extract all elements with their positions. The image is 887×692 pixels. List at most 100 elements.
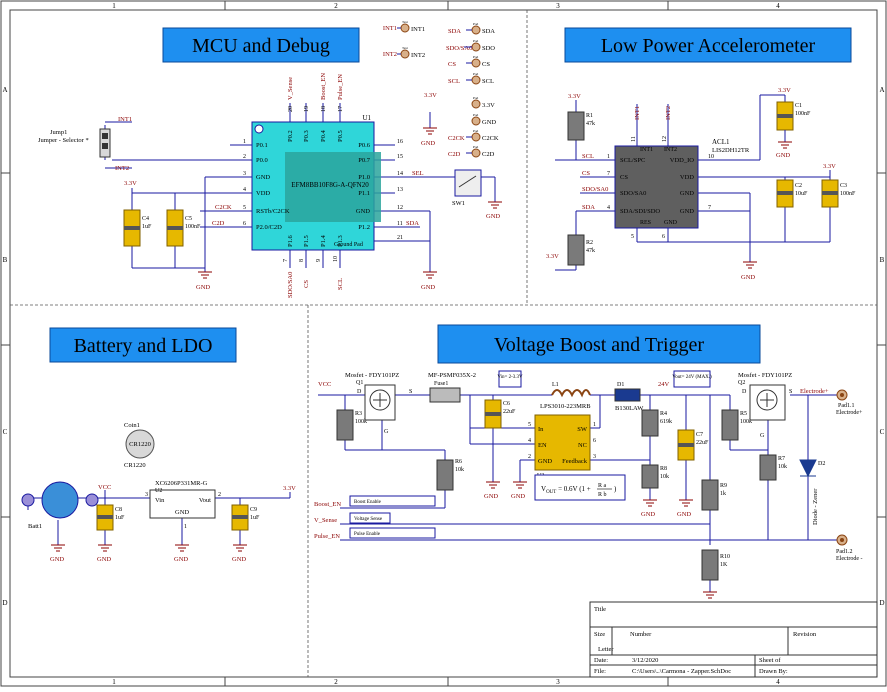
- ldo-pin-vin: Vin: [155, 497, 165, 504]
- c4-val: 1uF: [142, 224, 152, 230]
- l1-part: LPS3010-223MRB: [540, 403, 591, 410]
- row-label-b-right: B: [880, 256, 885, 264]
- battery-net-3v3: 3.3V: [283, 485, 296, 492]
- testpoint-name-1: INT2: [411, 52, 425, 59]
- r3-ref: R3: [355, 411, 362, 417]
- testpoint-name-0: INT1: [411, 26, 425, 33]
- gnd-label-3: GND: [421, 140, 435, 147]
- testpoint-6: [471, 99, 481, 109]
- switch-sw1: [454, 169, 482, 197]
- voltage-sense-box: [349, 512, 391, 524]
- mcu-pin-p02: P0.2: [287, 130, 294, 142]
- mcu-pin-p16: P1.6: [287, 235, 294, 247]
- ldo-ref: U2: [155, 488, 162, 494]
- testpoint-group: INT1TestINT1INT2TestINT2SDAPadSDASDOPadS…: [383, 20, 499, 158]
- mcu-pin-gnd-r: GND: [356, 208, 370, 215]
- testpoint-9: [471, 148, 481, 158]
- c2-ref: C2: [795, 183, 802, 189]
- cap-c4: [123, 209, 141, 247]
- mcu-pin-vdd: VDD: [256, 190, 270, 197]
- pad1-label: Electrode+: [836, 410, 863, 416]
- title-block-file-label: File:: [594, 668, 606, 675]
- formula-ra: R a: [598, 483, 607, 489]
- boost-net-vcc: VCC: [318, 381, 331, 388]
- mcu-net-sel: SEL: [412, 170, 424, 177]
- ldo-pin-num-2: 2: [218, 492, 221, 498]
- ldo-pin-gnd: GND: [175, 509, 189, 516]
- title-block-drawn: Drawn By:: [759, 668, 788, 675]
- row-label-b: B: [3, 256, 8, 264]
- mcu-pin-num-4: 4: [243, 187, 246, 193]
- mcu-net-c2ck: C2CK: [215, 204, 232, 211]
- accel-pin-num-12: 12: [662, 136, 668, 142]
- resistor-r4: [641, 409, 659, 437]
- col-label-1-bottom: 1: [112, 678, 116, 686]
- testpoint-7: [471, 116, 481, 126]
- accel-net-int1: INT1: [634, 106, 641, 120]
- testpoint-1: [400, 49, 410, 59]
- vout-note-text: Vout= 24V (MAX.): [672, 375, 712, 380]
- accel-net-sdo: SDO/SA0: [582, 186, 608, 193]
- title-block-size: Size: [594, 631, 605, 638]
- r9-val: 1k: [720, 491, 726, 497]
- diode-d1: [614, 388, 641, 402]
- boost-ic-u3: [534, 414, 591, 471]
- accel-chip-body: [614, 145, 699, 229]
- cap-c5: [166, 209, 184, 247]
- boost-net-pulse-en: Pulse_EN: [314, 533, 340, 540]
- row-label-c: C: [3, 428, 8, 436]
- mcu-pin-p07: P0.7: [358, 157, 370, 164]
- boost-gnd-3: GND: [641, 511, 655, 518]
- q2-pin-g: G: [760, 433, 765, 439]
- accel-pin-gnd-b: GND: [664, 220, 678, 226]
- accel-gnd-2: GND: [741, 274, 755, 281]
- accel-net-3v3-b: 3.3V: [778, 87, 791, 94]
- battery-gnd-1: GND: [50, 556, 64, 563]
- u3-pin-en: EN: [538, 442, 547, 449]
- accel-pin-num-4: 4: [607, 205, 610, 211]
- testpoint-2: [471, 25, 481, 35]
- resistor-r9: [701, 479, 719, 511]
- c6-ref: C6: [503, 401, 510, 407]
- mcu-pin-rstb: RSTb/C2CK: [256, 208, 290, 215]
- diode-d2-zener: [799, 459, 817, 478]
- accel-pin-res: RES: [640, 220, 651, 226]
- col-label-3-bottom: 3: [556, 678, 560, 686]
- testpoint-name-5: SCL: [482, 78, 494, 85]
- fuse1: [429, 387, 461, 403]
- battery-gnd-3: GND: [174, 556, 188, 563]
- c1-val: 100nF: [795, 111, 811, 117]
- section-title-mcu: MCU and Debug: [192, 35, 330, 57]
- testpoint-net-3: SDO/SA0: [446, 45, 472, 52]
- row-label-c-right: C: [880, 428, 885, 436]
- fuse-ref: Fuse1: [434, 381, 448, 387]
- mcu-pin-num-5: 5: [243, 205, 246, 211]
- r8-ref: R8: [660, 466, 667, 472]
- accel-net-cs: CS: [582, 170, 590, 177]
- ldo-part: XC6206P331MR-G: [155, 480, 208, 487]
- resistor-r1: [567, 111, 585, 141]
- c1-ref: C1: [795, 103, 802, 109]
- battery-gnd-2: GND: [97, 556, 111, 563]
- u3-pin-gnd: GND: [538, 458, 552, 465]
- c9-val: 1uF: [250, 515, 260, 521]
- testpoint-name-4: CS: [482, 61, 490, 68]
- u3-pin-in: In: [538, 426, 544, 433]
- testpoint-net-1: INT2: [383, 51, 397, 58]
- mcu-pin-p06: P0.6: [358, 142, 370, 149]
- mcu-pin-num-17: 17: [338, 106, 344, 112]
- accel-net-sda: SDA: [582, 204, 595, 211]
- jumper-ref: Jump1: [50, 129, 67, 136]
- q2-title: Mosfet - FDY101PZ: [738, 372, 792, 379]
- mcu-pin-num-11: 11: [397, 221, 403, 227]
- q1-pin-d: D: [357, 389, 362, 395]
- mosfet-q1: [364, 384, 396, 421]
- testpoint-ref-8: Pad: [473, 129, 479, 133]
- u3-pin-sw: SW: [577, 426, 588, 433]
- testpoint-ref-4: Pad: [473, 55, 479, 59]
- accel-pin-int1: INT1: [640, 147, 653, 153]
- mcu-pin-num-8: 8: [299, 259, 305, 262]
- resistor-r8: [641, 464, 659, 489]
